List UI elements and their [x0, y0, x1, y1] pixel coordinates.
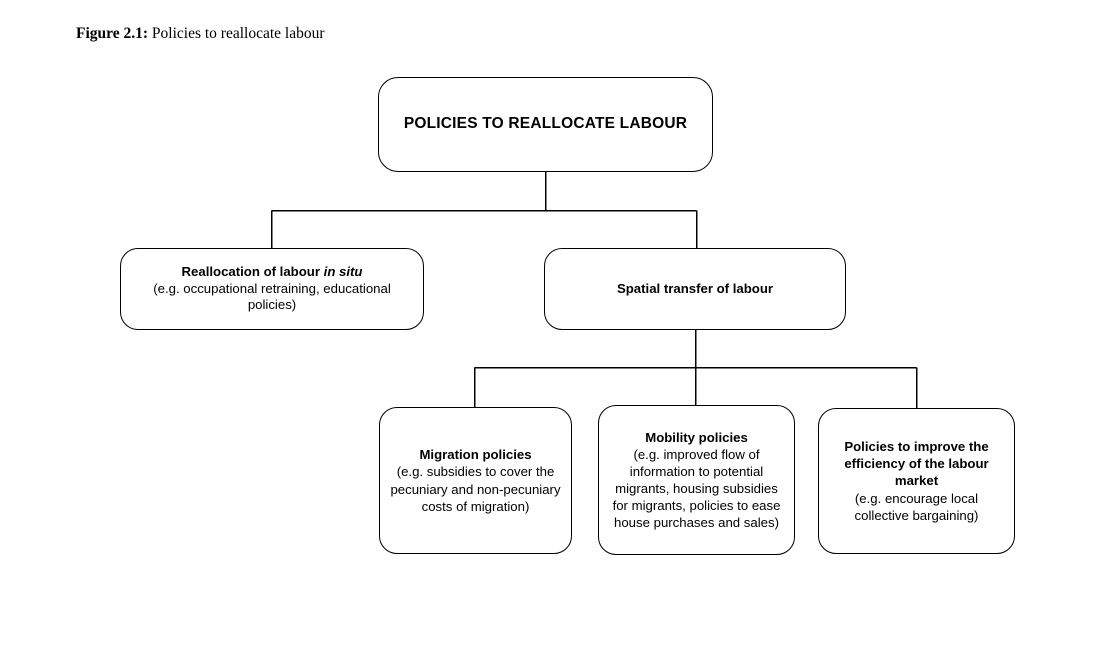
node-spatial-transfer-of-labour[interactable]: Spatial transfer of labour [544, 248, 846, 330]
figure-caption-text: Policies to reallocate labour [148, 25, 325, 42]
node-insitu-detail: (e.g. occupational retraining, education… [153, 280, 391, 313]
node-efficiency-title: Policies to improve the efficiency of th… [844, 439, 989, 489]
node-policies-to-improve-efficiency[interactable]: Policies to improve the efficiency of th… [818, 408, 1015, 554]
node-migration-title: Migration policies [419, 447, 532, 463]
node-spatial-title: Spatial transfer of labour [616, 281, 774, 297]
figure-caption-label: Figure 2.1: [76, 25, 149, 42]
node-policies-to-reallocate-labour[interactable]: POLICIES TO REALLOCATE LABOUR [378, 77, 713, 172]
node-root-title: POLICIES TO REALLOCATE LABOUR [403, 115, 688, 133]
node-mobility-policies[interactable]: Mobility policies (e.g. improved flow of… [598, 405, 795, 555]
node-efficiency-detail: (e.g. encourage local collective bargain… [854, 490, 979, 523]
node-insitu-title-plain: Reallocation of labour [181, 263, 324, 279]
figure-caption: Figure 2.1: Policies to reallocate labou… [76, 25, 325, 44]
node-mobility-title: Mobility policies [645, 429, 748, 445]
node-migration-policies[interactable]: Migration policies (e.g. subsidies to co… [379, 407, 572, 554]
node-insitu-title: Reallocation of labour in situ [129, 264, 415, 281]
node-reallocation-of-labour-in-situ[interactable]: Reallocation of labour in situ (e.g. occ… [120, 248, 424, 330]
node-insitu-title-italic: in situ [323, 263, 363, 279]
node-migration-detail: (e.g. subsidies to cover the pecuniary a… [390, 464, 561, 514]
node-mobility-detail: (e.g. improved flow of information to po… [612, 446, 781, 531]
